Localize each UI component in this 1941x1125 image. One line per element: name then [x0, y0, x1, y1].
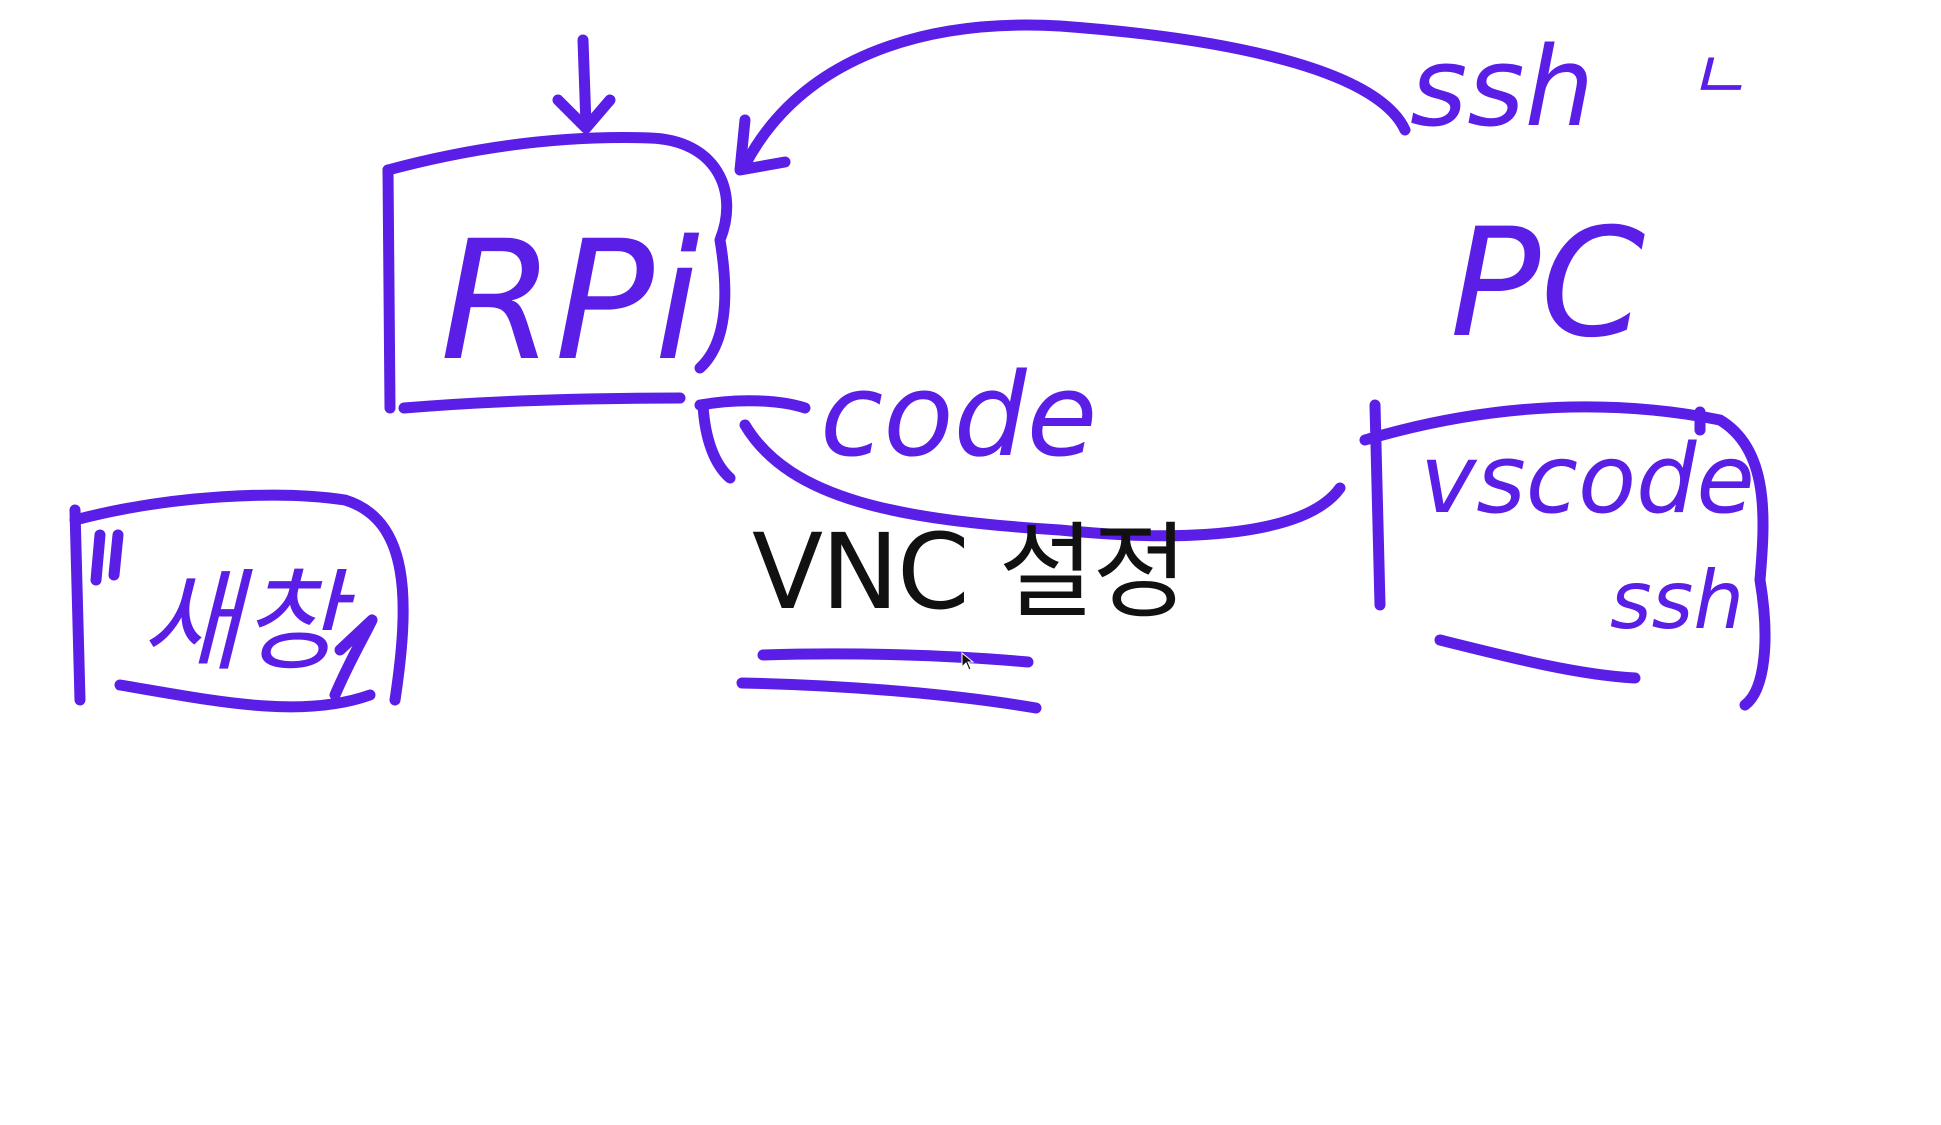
number-one-mark: [329, 614, 378, 701]
code-label: code: [820, 349, 1097, 483]
new-window-box: [69, 489, 409, 713]
ssh-mark-label: ㄴ: [1685, 35, 1749, 117]
title-text: VNC 설정: [752, 511, 1188, 633]
ssh-box-label: ssh: [1610, 554, 1744, 647]
down-arrow: [552, 34, 616, 134]
ssh-arrow: [734, 19, 1411, 176]
new-window-label: 새창: [140, 558, 355, 686]
vscode-label: vscode: [1420, 425, 1755, 535]
pc-label: PC: [1450, 197, 1645, 371]
vscode-box: [1359, 399, 1771, 711]
rpi-box: [382, 132, 733, 414]
code-arrow: [694, 395, 1346, 542]
mouse-cursor-icon: [961, 652, 975, 671]
rpi-label: RPi: [440, 205, 700, 397]
ssh-top-label: ssh: [1410, 23, 1594, 151]
title-underlines: [736, 648, 1042, 714]
